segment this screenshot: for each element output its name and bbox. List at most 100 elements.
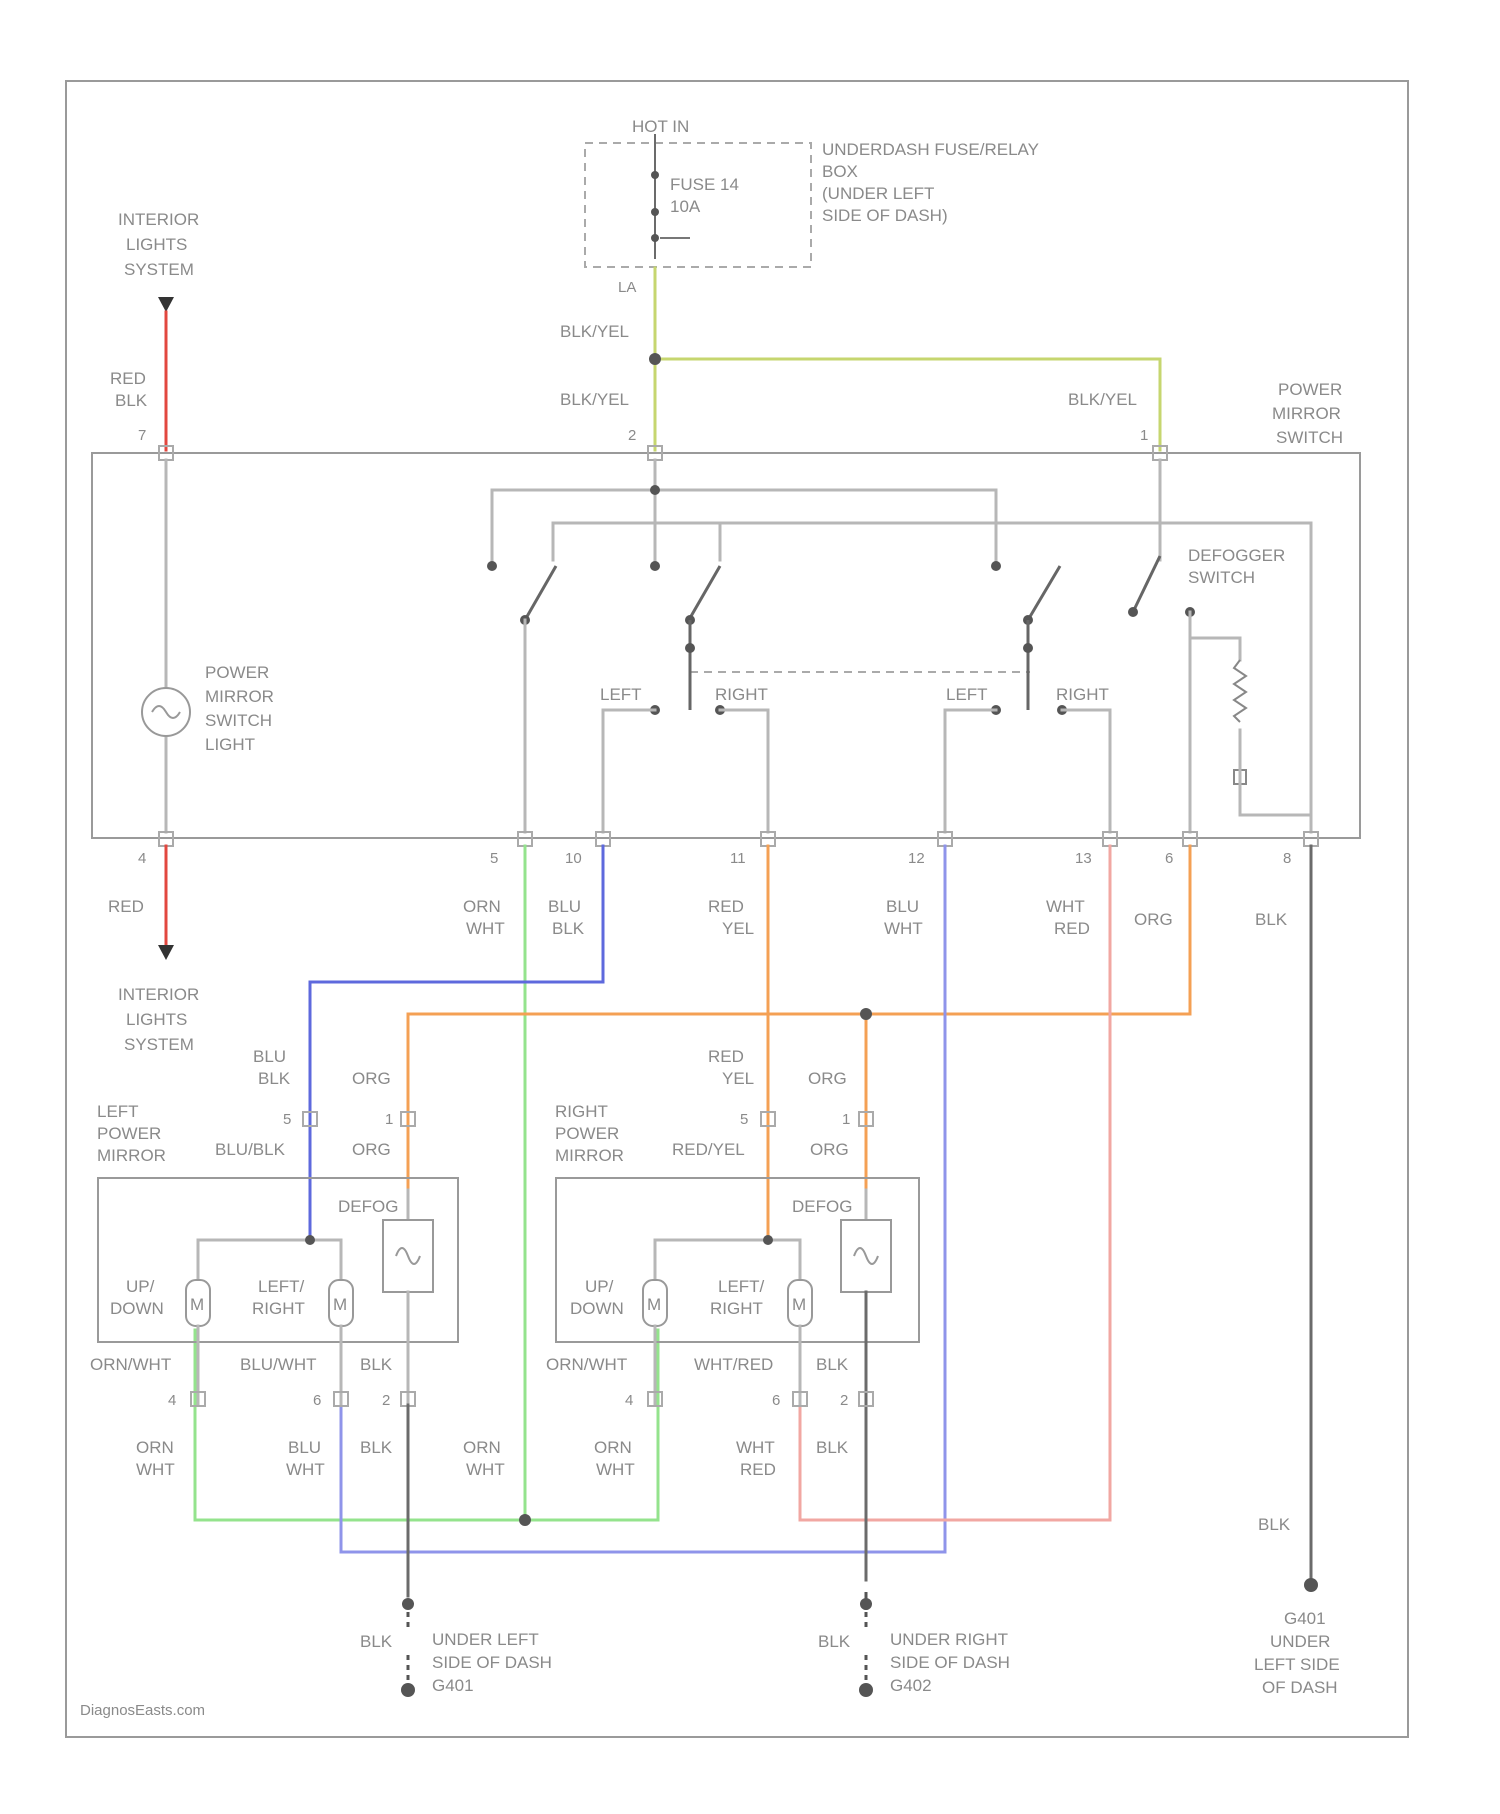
left-pin-5: 5 bbox=[283, 1111, 291, 1128]
power-mirror-switch-box bbox=[92, 453, 1360, 838]
left-in-org-top-label: ORG bbox=[352, 1069, 391, 1088]
int-lights-bottom-3: SYSTEM bbox=[124, 1035, 194, 1054]
left-in-org-label: ORG bbox=[352, 1140, 391, 1159]
right-pin-6: 6 bbox=[772, 1392, 780, 1409]
switch-pin-13: 13 bbox=[1075, 850, 1092, 867]
int-lights-bottom-1: INTERIOR bbox=[118, 985, 199, 1004]
left-wire-blk: BLK bbox=[360, 1438, 393, 1457]
right-updown-label-2: DOWN bbox=[570, 1299, 624, 1318]
left-contact-label-2: LEFT bbox=[946, 685, 988, 704]
blk-yel-label-3: BLK/YEL bbox=[1068, 390, 1137, 409]
fuse-out-pin-label: LA bbox=[618, 279, 636, 296]
left-updown-label-1: UP/ bbox=[126, 1277, 155, 1296]
right-mirror-top-connectors bbox=[761, 1112, 873, 1126]
orn-wht-label-2: WHT bbox=[466, 919, 505, 938]
left-out-blk: BLK bbox=[360, 1355, 393, 1374]
left-wire-orn-1: ORN bbox=[136, 1438, 174, 1457]
wht-red-label-1: WHT bbox=[1046, 897, 1085, 916]
left-out-bluwht: BLU/WHT bbox=[240, 1355, 317, 1374]
arrow-down-icon bbox=[158, 945, 174, 960]
fuse-box-label-4: SIDE OF DASH) bbox=[822, 206, 948, 225]
switch-pin-2: 2 bbox=[628, 427, 636, 444]
blu-wht-label-1: BLU bbox=[886, 897, 919, 916]
right-leftright-label-1: LEFT/ bbox=[718, 1277, 765, 1296]
int-lights-bottom-2: LIGHTS bbox=[126, 1010, 187, 1029]
blk-yel-label-2: BLK/YEL bbox=[560, 390, 629, 409]
left-pin-2: 2 bbox=[382, 1392, 390, 1409]
right-wire-red: RED bbox=[740, 1460, 776, 1479]
switch-pin-7: 7 bbox=[138, 427, 146, 444]
red-label: RED bbox=[108, 897, 144, 916]
left-updown-motor-icon: M bbox=[190, 1295, 204, 1314]
red-blk-label-2: BLK bbox=[115, 391, 148, 410]
switch-light-label-4: LIGHT bbox=[205, 735, 255, 754]
right-defog-label: DEFOG bbox=[792, 1197, 852, 1216]
ground-right bbox=[859, 1592, 873, 1697]
blu-blk-label-1: BLU bbox=[548, 897, 581, 916]
org-label: ORG bbox=[1134, 910, 1173, 929]
switch-pin-6: 6 bbox=[1165, 850, 1173, 867]
right-leftright-label-2: RIGHT bbox=[710, 1299, 763, 1318]
watermark: DiagnosEasts.com bbox=[80, 1702, 205, 1719]
ground-far-label-3: LEFT SIDE bbox=[1254, 1655, 1340, 1674]
ground-right-label-2: SIDE OF DASH bbox=[890, 1653, 1010, 1672]
left-pin-4: 4 bbox=[168, 1392, 176, 1409]
right-pin-4: 4 bbox=[625, 1392, 633, 1409]
right-pin-1: 1 bbox=[842, 1111, 850, 1128]
right-mirror-label-2: POWER bbox=[555, 1124, 619, 1143]
wht-red-label-2: RED bbox=[1054, 919, 1090, 938]
right-wire-wht-1: WHT bbox=[596, 1460, 635, 1479]
left-leftright-label-1: LEFT/ bbox=[258, 1277, 305, 1296]
wire-blk-yel bbox=[649, 268, 1160, 450]
ground-right-blk: BLK bbox=[818, 1632, 851, 1651]
left-pin-6: 6 bbox=[313, 1392, 321, 1409]
right-in-org-label: ORG bbox=[810, 1140, 849, 1159]
left-defog-label: DEFOG bbox=[338, 1197, 398, 1216]
defogger-switch-label-2: SWITCH bbox=[1188, 568, 1255, 587]
left-wire-wht-1: WHT bbox=[136, 1460, 175, 1479]
ground-left-label-2: SIDE OF DASH bbox=[432, 1653, 552, 1672]
left-mirror-label-1: LEFT bbox=[97, 1102, 139, 1121]
left-updown-label-2: DOWN bbox=[110, 1299, 164, 1318]
right-leftright-motor-icon: M bbox=[792, 1295, 806, 1314]
right-updown-label-1: UP/ bbox=[585, 1277, 614, 1296]
red-yel-label-2: YEL bbox=[722, 919, 754, 938]
switch-pin-4: 4 bbox=[138, 850, 146, 867]
left-mirror-label-2: POWER bbox=[97, 1124, 161, 1143]
switch-light-label-3: SWITCH bbox=[205, 711, 272, 730]
right-updown-motor-icon: M bbox=[647, 1295, 661, 1314]
defogger-switch-label-1: DEFOGGER bbox=[1188, 546, 1285, 565]
left-pin-1: 1 bbox=[385, 1111, 393, 1128]
left-wire-wht-3: WHT bbox=[466, 1460, 505, 1479]
ground-left-label-1: UNDER LEFT bbox=[432, 1630, 539, 1649]
fuse-box-label-1: UNDERDASH FUSE/RELAY bbox=[822, 140, 1039, 159]
right-wire-blk: BLK bbox=[816, 1438, 849, 1457]
ground-left-label-3: G401 bbox=[432, 1676, 474, 1695]
right-in-org-top-label: ORG bbox=[808, 1069, 847, 1088]
right-pin-2: 2 bbox=[840, 1392, 848, 1409]
blu-blk-label-2: BLK bbox=[552, 919, 585, 938]
right-mirror-label-3: MIRROR bbox=[555, 1146, 624, 1165]
arrow-up-icon bbox=[158, 297, 174, 312]
left-wire-orn-2: ORN bbox=[463, 1438, 501, 1457]
left-mirror-label-3: MIRROR bbox=[97, 1146, 166, 1165]
orn-wht-label-1: ORN bbox=[463, 897, 501, 916]
left-in-blu-label: BLU bbox=[253, 1047, 286, 1066]
switch-pin-1: 1 bbox=[1140, 427, 1148, 444]
pm-switch-label-1: POWER bbox=[1278, 380, 1342, 399]
right-in-redyel-label: RED/YEL bbox=[672, 1140, 745, 1159]
left-wire-wht-2: WHT bbox=[286, 1460, 325, 1479]
right-in-yel-label: YEL bbox=[722, 1069, 754, 1088]
left-in-blk-label: BLK bbox=[258, 1069, 291, 1088]
ground-far-label-2: UNDER bbox=[1270, 1632, 1330, 1651]
pm-switch-label-3: SWITCH bbox=[1276, 428, 1343, 447]
fuse-rating-label: 10A bbox=[670, 197, 701, 216]
ground-far-blk: BLK bbox=[1258, 1515, 1291, 1534]
switch-pin-8: 8 bbox=[1283, 850, 1291, 867]
blu-wht-label-2: WHT bbox=[884, 919, 923, 938]
ground-right-label-3: G402 bbox=[890, 1676, 932, 1695]
ground-right-label-1: UNDER RIGHT bbox=[890, 1630, 1008, 1649]
fuse-label: FUSE 14 bbox=[670, 175, 739, 194]
harness-wires bbox=[195, 846, 1318, 1592]
left-leftright-label-2: RIGHT bbox=[252, 1299, 305, 1318]
